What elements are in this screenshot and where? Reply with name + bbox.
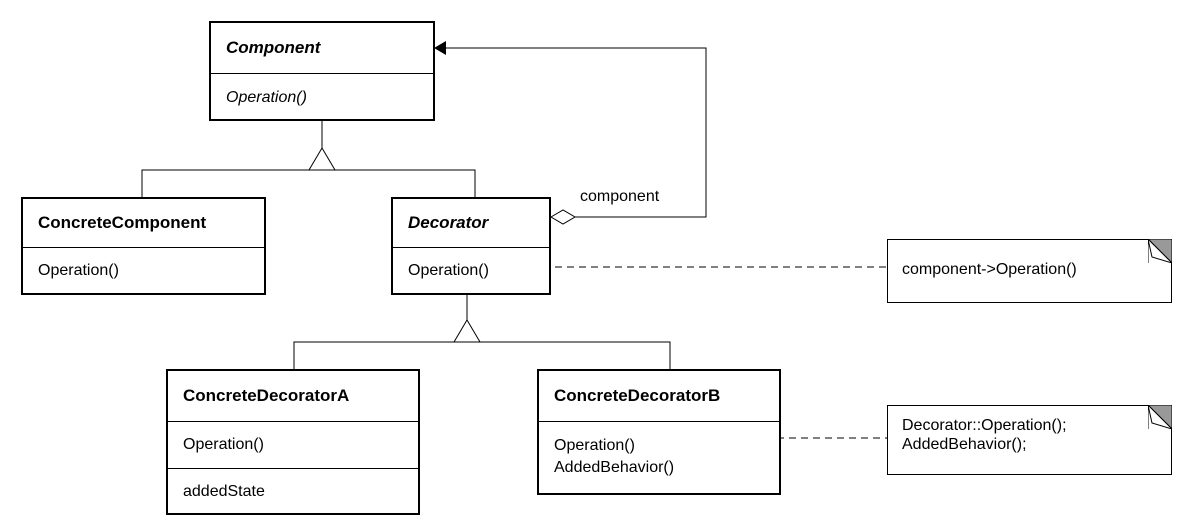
operation: Operation() (554, 437, 635, 454)
association-label: component (580, 188, 660, 205)
inheritance-triangle-component (308, 147, 336, 171)
inheritance-bar-component (141, 169, 476, 197)
class-component: Component Operation() (209, 21, 435, 121)
note-decorator: component->Operation() (887, 239, 1172, 303)
inheritance-triangle-decorator (453, 319, 481, 343)
class-concrete-decorator-a: ConcreteDecoratorA Operation() addedStat… (166, 369, 420, 515)
class-name: ConcreteComponent (38, 213, 207, 232)
operation: AddedBehavior() (554, 459, 675, 476)
class-operations: Operation() (211, 73, 433, 121)
note-line: Decorator::Operation(); (902, 417, 1067, 434)
class-decorator: Decorator Operation() (391, 197, 551, 295)
note-line: AddedBehavior(); (902, 436, 1027, 453)
operation: Operation() (183, 436, 264, 453)
note-decorator-b: Decorator::Operation(); AddedBehavior(); (887, 405, 1172, 475)
class-operations: Operation() (23, 247, 264, 295)
class-name: Decorator (408, 213, 489, 232)
class-operations: Operation() (393, 247, 549, 295)
note-fold-icon (1148, 239, 1172, 263)
class-name: ConcreteDecoratorA (183, 386, 350, 405)
aggregation-diamond (550, 209, 576, 225)
class-concrete-component: ConcreteComponent Operation() (21, 197, 266, 295)
inheritance-bar-decorator (293, 341, 671, 369)
class-operations: Operation() (168, 421, 418, 468)
class-name: Component (226, 38, 321, 57)
class-name: ConcreteDecoratorB (554, 386, 721, 405)
note-line: component->Operation() (902, 261, 1077, 278)
class-attributes: addedState (168, 468, 418, 515)
class-operations: Operation() AddedBehavior() (539, 421, 779, 495)
note-fold-icon (1148, 405, 1172, 429)
operation: Operation() (38, 262, 119, 279)
aggregation-arrowhead (434, 41, 446, 55)
attribute: addedState (183, 483, 265, 500)
class-concrete-decorator-b: ConcreteDecoratorB Operation() AddedBeha… (537, 369, 781, 495)
aggregation-line (446, 47, 707, 218)
operation: Operation() (408, 262, 489, 279)
operation: Operation() (226, 89, 307, 106)
